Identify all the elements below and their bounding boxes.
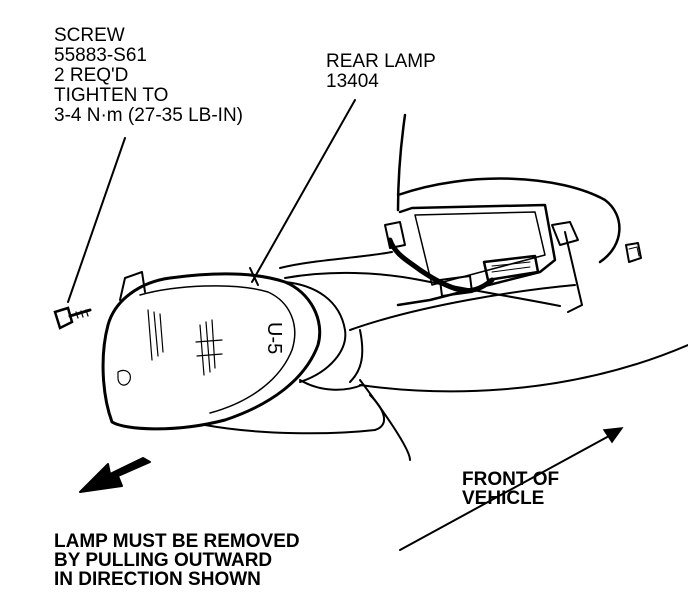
body-lower-curve: [359, 344, 688, 393]
front-label-line: FRONT OF: [462, 469, 560, 490]
harness-clip: [384, 221, 406, 249]
wiring-connector: [482, 254, 540, 282]
lamp-callout-line: REAR LAMP: [326, 51, 436, 72]
pull-direction-arrow: [79, 457, 151, 493]
rear-lamp-tab: [119, 271, 146, 301]
rear-lamp-lens-edge: [139, 285, 296, 414]
body-rear-edge: [564, 231, 583, 313]
front-of-vehicle-label: FRONT OF VEHICLE: [462, 470, 559, 508]
body-opening-inner: [349, 329, 364, 383]
screw-callout-line: 2 REQ'D: [54, 65, 129, 86]
lamp-pocket-inner: [414, 211, 546, 286]
lamp-callout-line: 13404: [326, 71, 379, 92]
screw-callout-line: 3-4 N·m (27-35 LB-IN): [54, 105, 243, 126]
body-outer-curve: [396, 177, 621, 264]
bracket-side: [551, 221, 579, 246]
lamp-pocket-frame: [396, 203, 557, 307]
removal-note-line: LAMP MUST BE REMOVED: [54, 531, 300, 552]
lamp-lens-marking: U-5: [263, 322, 285, 354]
screw-callout-label: SCREW 55883-S61 2 REQ'D TIGHTEN TO 3-4 N…: [54, 26, 243, 126]
body-fender-line: [349, 284, 576, 331]
screw-leader-line: [67, 137, 126, 303]
screw-icon: [53, 306, 92, 330]
rear-lamp-callout-label: REAR LAMP 13404: [326, 52, 436, 92]
body-rocker-line: [204, 394, 385, 435]
screw-callout-line: 55883-S61: [54, 45, 147, 66]
removal-note: LAMP MUST BE REMOVED BY PULLING OUTWARD …: [54, 532, 300, 589]
rear-lamp-housing: [101, 272, 322, 431]
screw-callout-line: SCREW: [54, 25, 125, 46]
removal-note-line: IN DIRECTION SHOWN: [54, 569, 261, 590]
screw-callout-line: TIGHTEN TO: [54, 85, 169, 106]
body-pillar-line: [396, 113, 407, 212]
lamp-back-shell: [284, 281, 347, 383]
body-clip: [625, 242, 642, 263]
lamp-leader-line: [251, 99, 356, 283]
front-label-line: VEHICLE: [462, 488, 545, 509]
body-side-line: [359, 379, 411, 461]
removal-note-line: BY PULLING OUTWARD: [54, 550, 273, 571]
front-direction-arrow: [399, 427, 624, 551]
lens-texture: [117, 309, 223, 386]
